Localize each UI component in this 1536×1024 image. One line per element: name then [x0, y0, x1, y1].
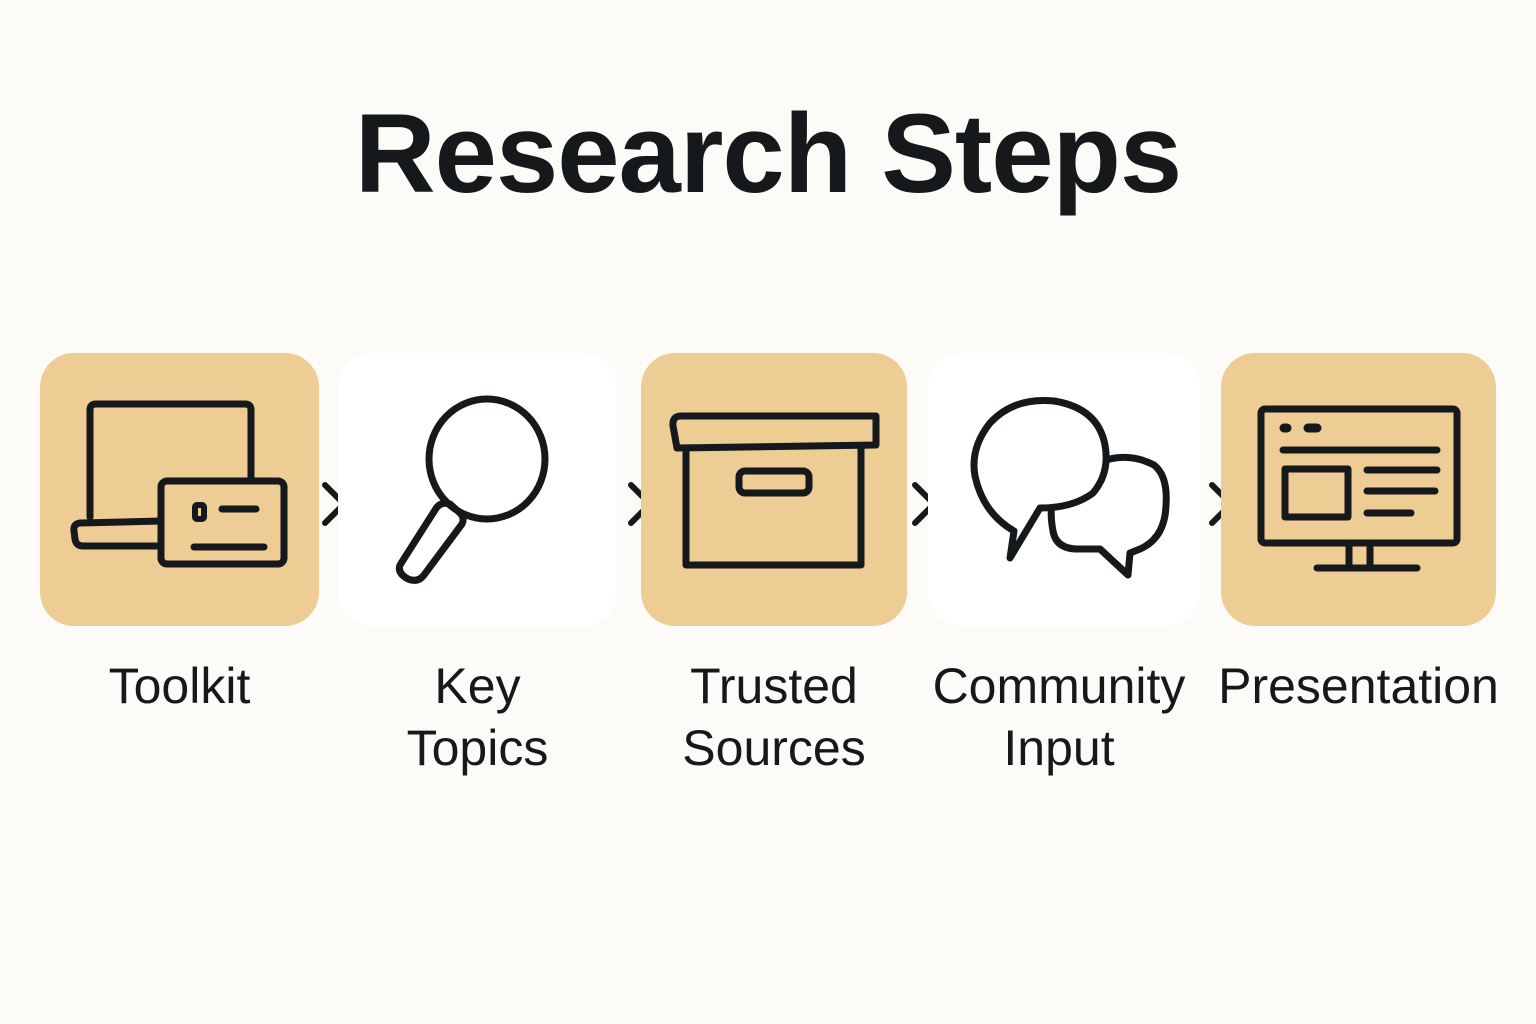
speech-bubbles-icon — [970, 396, 1170, 579]
step-card-community-input — [928, 353, 1200, 626]
step-label-key-topics: Key Topics — [406, 658, 549, 776]
step-card-presentation — [1221, 353, 1496, 626]
step-label-toolkit: Toolkit — [108, 658, 251, 714]
step-label-presentation: Presentation — [1218, 658, 1499, 714]
step-label-community-input: Community Input — [932, 658, 1186, 776]
step-card-key-topics — [338, 353, 617, 626]
step-card-toolkit — [40, 353, 319, 626]
magnifying-glass-icon — [395, 395, 549, 584]
laptop-with-id-card-icon — [70, 400, 288, 568]
step-card-trusted-sources — [641, 353, 907, 626]
step-label-trusted-sources: Trusted Sources — [682, 658, 866, 776]
monitor-webpage-icon — [1257, 405, 1461, 572]
page-title: Research Steps — [354, 91, 1182, 216]
archive-box-icon — [669, 412, 880, 569]
